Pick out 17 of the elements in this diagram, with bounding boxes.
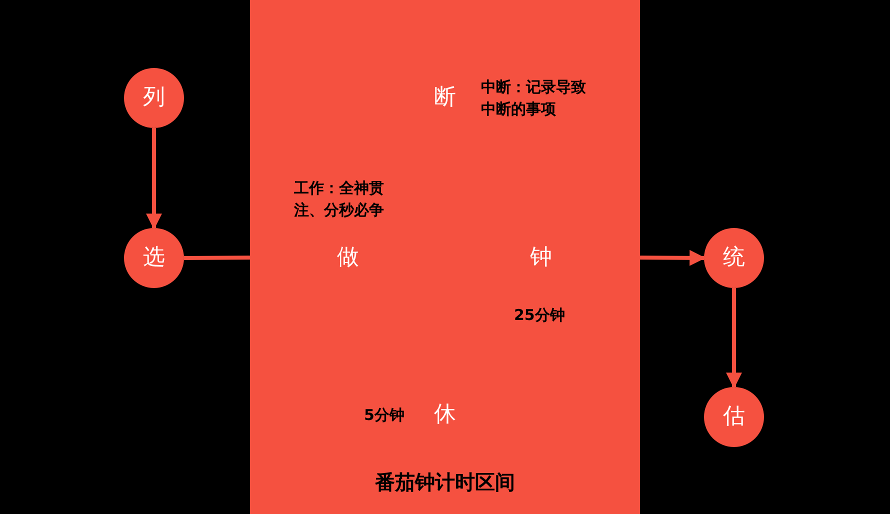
arrow [146,128,162,230]
arrow [640,250,706,266]
step-character: 断 [434,87,456,109]
band-heading: 番茄钟计时区间 [374,469,516,496]
step-note: 25分钟 [514,305,566,326]
step-character: 统 [723,247,745,269]
step-character: 做 [337,247,359,269]
step-character: 钟 [530,247,552,269]
step-character: 选 [143,247,165,269]
step-note: 5分钟 [364,405,406,426]
step-character: 估 [723,406,745,428]
timer-band [250,0,640,514]
step-note: 中断：记录导致中断的事项 [481,77,587,120]
arrow [726,288,742,389]
step-note: 工作：全神贯注、分秒必争 [294,178,385,221]
step-character: 列 [143,87,165,109]
step-character: 休 [434,404,456,426]
